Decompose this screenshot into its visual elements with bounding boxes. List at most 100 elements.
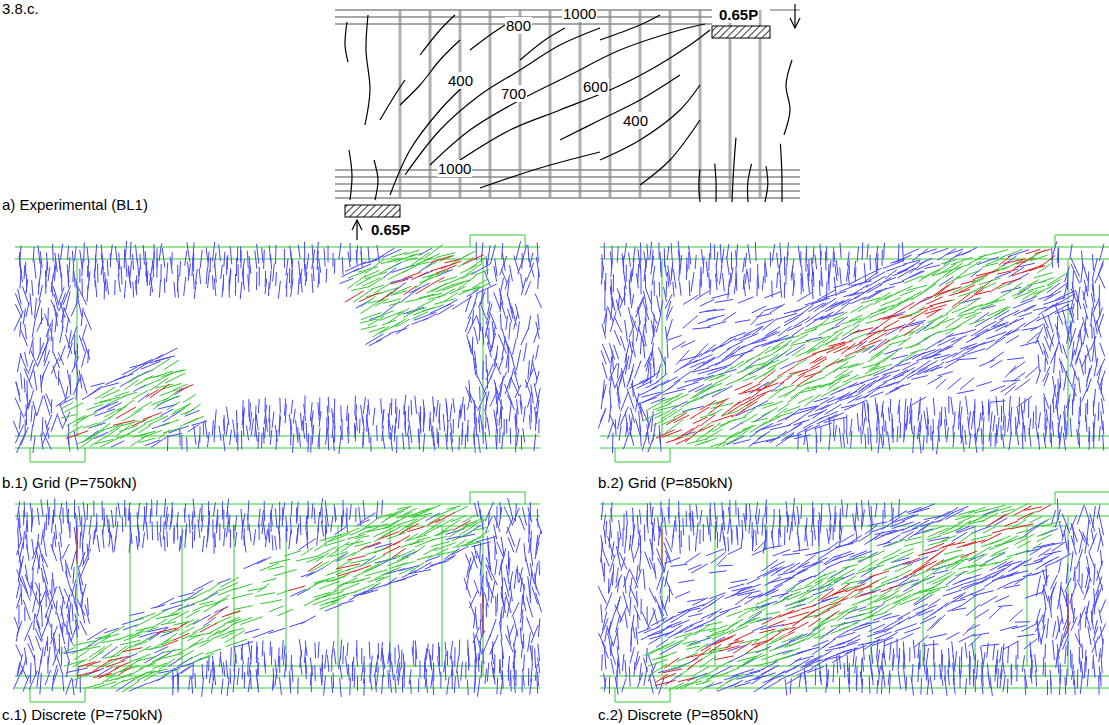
crack-stroke — [660, 300, 663, 314]
crack-stroke — [721, 249, 724, 268]
crack-stroke — [747, 271, 750, 289]
crack-stroke — [490, 333, 496, 352]
crack-stroke — [832, 302, 850, 316]
crack-stroke — [102, 383, 120, 388]
crack-stroke — [188, 424, 200, 432]
crack-stroke — [951, 397, 953, 415]
crack-line — [390, 80, 470, 195]
crack-stroke — [159, 243, 162, 261]
crack-stroke — [969, 433, 971, 448]
crack-line — [600, 15, 660, 40]
crack-stroke — [525, 379, 531, 395]
crack-stroke — [41, 434, 43, 450]
crack-stroke — [1054, 353, 1056, 373]
crack-stroke — [995, 433, 996, 447]
crack-stroke — [706, 261, 707, 277]
crack-stroke — [695, 290, 709, 300]
crack-stroke — [1066, 421, 1067, 437]
crack-stroke — [342, 257, 344, 275]
crack-stroke — [770, 252, 771, 266]
crack-line — [600, 85, 700, 160]
crack-stroke — [151, 359, 170, 371]
crack-line — [765, 166, 768, 202]
crack-stroke — [486, 258, 487, 275]
crack-stroke — [226, 257, 228, 275]
crack-stroke — [368, 428, 370, 443]
crack-stroke — [893, 370, 908, 377]
crack-stroke — [660, 432, 661, 451]
crack-stroke — [931, 248, 948, 254]
model-outline — [15, 247, 540, 248]
crack-stroke — [516, 241, 521, 260]
crack-stroke — [651, 256, 654, 274]
crack-stroke — [93, 432, 108, 439]
crack-stroke — [820, 404, 833, 410]
crack-stroke — [361, 326, 377, 330]
crack-stroke — [899, 405, 900, 423]
crack-stroke — [509, 402, 511, 422]
crack-stroke — [53, 365, 57, 378]
crack-stroke — [989, 402, 990, 421]
crack-stroke — [883, 414, 885, 431]
crack-stroke — [405, 422, 406, 437]
crack-stroke — [312, 274, 313, 293]
crack-stroke — [26, 302, 29, 317]
crack-stroke — [230, 246, 232, 264]
crack-stroke — [833, 252, 834, 267]
crack-stroke — [302, 420, 305, 439]
crack-stroke — [475, 362, 478, 378]
crack-stroke — [326, 268, 328, 282]
crack-stroke — [975, 329, 988, 336]
crack-stroke — [624, 243, 626, 258]
crack-stroke — [723, 312, 737, 321]
crack-stroke — [300, 413, 302, 431]
crack-stroke — [164, 360, 179, 369]
crack-stroke — [520, 400, 522, 414]
crack-stroke — [834, 425, 836, 441]
crack-stroke — [87, 247, 89, 263]
crack-stroke — [667, 343, 669, 358]
crack-stroke — [256, 415, 258, 431]
crack-stroke — [82, 349, 87, 367]
crack-stroke — [611, 261, 612, 277]
crack-stroke — [499, 428, 500, 443]
crack-stroke — [645, 382, 659, 388]
crack-stroke — [298, 245, 300, 259]
crack-stroke — [680, 282, 682, 296]
crack-stroke — [271, 254, 272, 269]
crack-stroke — [785, 267, 786, 284]
crack-stroke — [363, 397, 365, 414]
crack-stroke — [791, 266, 793, 281]
crack-stroke — [708, 273, 710, 289]
crack-stroke — [770, 431, 788, 443]
crack-stroke — [133, 390, 149, 399]
crack-stroke — [59, 259, 61, 277]
crack-stroke — [157, 348, 177, 358]
crack-stroke — [805, 312, 820, 323]
crack-stroke — [20, 354, 27, 372]
crack-stroke — [882, 249, 883, 266]
crack-stroke — [155, 356, 175, 361]
crack-stroke — [420, 275, 441, 283]
crack-stroke — [79, 370, 82, 388]
crack-stroke — [74, 431, 78, 451]
crack-stroke — [410, 425, 412, 443]
crack-stroke — [327, 431, 329, 451]
crack-stroke — [115, 392, 129, 397]
crack-stroke — [284, 249, 285, 268]
crack-stroke — [476, 417, 477, 437]
crack-stroke — [133, 402, 152, 413]
crack-stroke — [1044, 433, 1046, 448]
crack-stroke — [528, 360, 530, 379]
crack-stroke — [794, 435, 810, 439]
crack-stroke — [156, 258, 157, 278]
crack-stroke — [934, 346, 950, 356]
crack-line — [560, 75, 680, 140]
crack-stroke — [370, 437, 371, 452]
crack-stroke — [223, 434, 225, 451]
crack-stroke — [185, 251, 187, 266]
crack-stroke — [825, 404, 842, 414]
crack-stroke — [219, 244, 221, 261]
crack-stroke — [423, 413, 425, 432]
crack-stroke — [264, 419, 266, 439]
